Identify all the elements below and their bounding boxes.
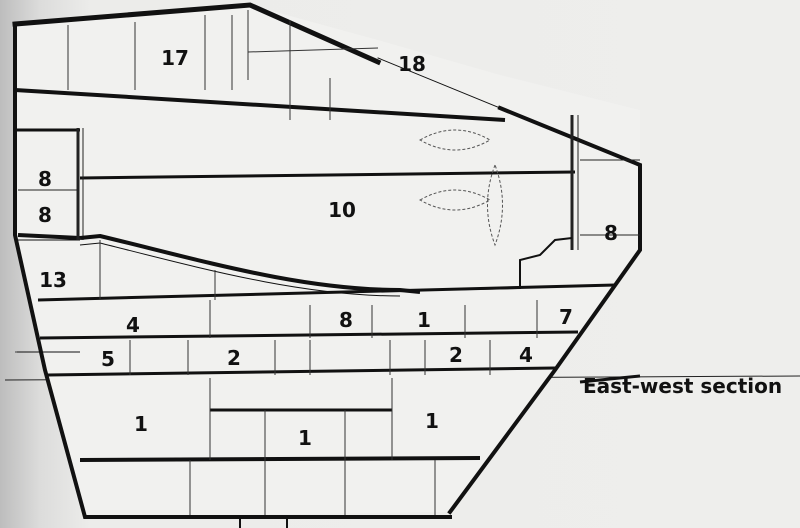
stage-rigging <box>418 129 503 247</box>
room-label-17: 17 <box>161 46 189 70</box>
room-label-7: 7 <box>559 305 573 329</box>
hall-walls <box>18 115 640 250</box>
room-label-8: 8 <box>604 221 618 245</box>
room-label-8: 8 <box>339 308 353 332</box>
room-label-8: 8 <box>38 167 52 191</box>
room-label-4: 4 <box>519 343 533 367</box>
room-label-8: 8 <box>38 203 52 227</box>
building-outline <box>12 2 642 528</box>
seating-rake <box>79 233 573 297</box>
room-label-1: 1 <box>417 308 431 332</box>
room-label-2: 2 <box>227 346 241 370</box>
section-caption: East-west section <box>583 374 782 398</box>
room-label-1: 1 <box>298 426 312 450</box>
room-label-13: 13 <box>39 268 67 292</box>
room-label-1: 1 <box>425 409 439 433</box>
building-body <box>15 5 640 517</box>
room-label-18: 18 <box>398 52 426 76</box>
room-label-1: 1 <box>134 412 148 436</box>
room-label-10: 10 <box>328 198 356 222</box>
room-label-5: 5 <box>101 347 115 371</box>
partitions <box>67 10 538 515</box>
room-label-4: 4 <box>126 313 140 337</box>
room-label-2: 2 <box>449 343 463 367</box>
